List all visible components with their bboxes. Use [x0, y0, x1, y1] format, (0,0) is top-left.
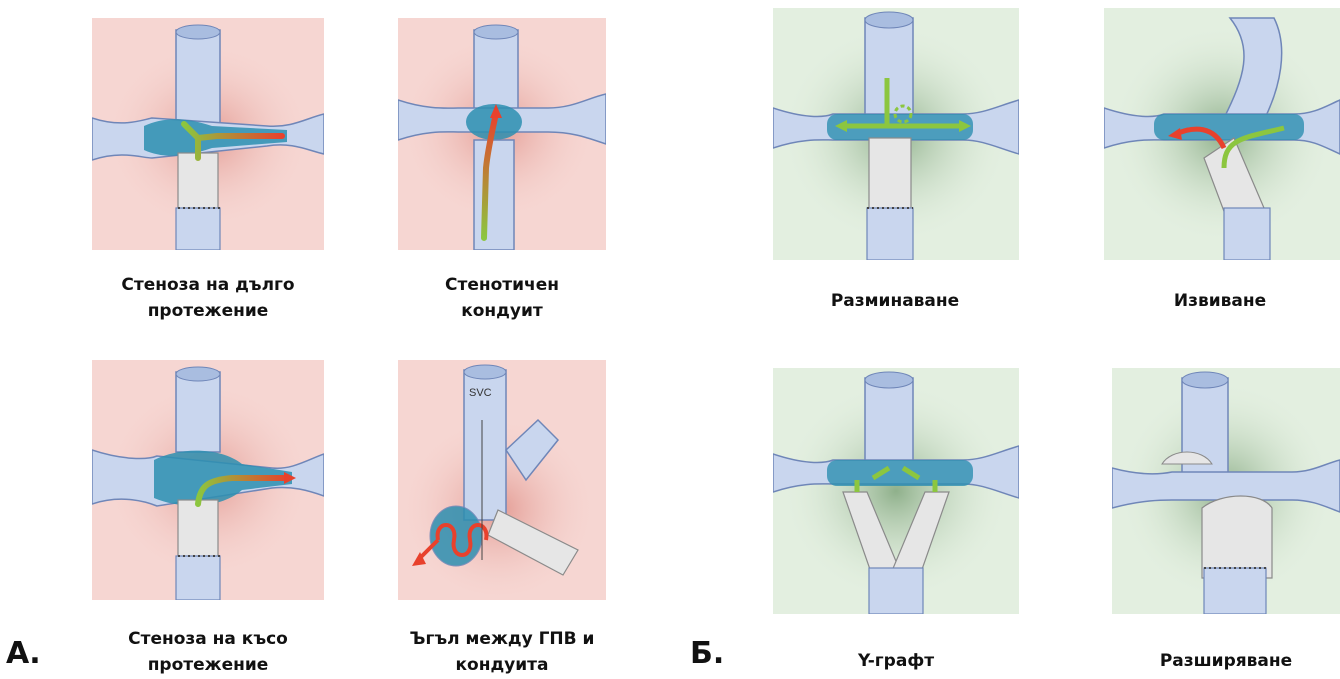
- panel-kinking: [1104, 8, 1340, 260]
- section-b-label: Б.: [690, 636, 724, 671]
- panel-svc-conduit-angle: SVC: [398, 360, 606, 600]
- caption-line: Стенотичен: [400, 272, 604, 298]
- caption-divergence: Разминаване: [800, 288, 990, 314]
- caption-kinking: Извиване: [1130, 288, 1310, 314]
- caption-line: кондуит: [400, 298, 604, 324]
- panel-y-graft: [773, 368, 1019, 614]
- panel-divergence: [773, 8, 1019, 260]
- panel-widening: [1112, 368, 1340, 614]
- caption-line: Стеноза на късо: [98, 626, 318, 652]
- caption-line: кондуита: [388, 652, 616, 678]
- caption-line: Y-графт: [806, 648, 986, 674]
- caption-stenotic-conduit: Стенотичен кондуит: [400, 272, 604, 324]
- caption-y-graft: Y-графт: [806, 648, 986, 674]
- caption-svc-conduit-angle: Ъгъл между ГПВ и кондуита: [388, 626, 616, 678]
- svc-label: SVC: [469, 387, 492, 399]
- caption-line: Ъгъл между ГПВ и: [388, 626, 616, 652]
- caption-line: протежение: [98, 652, 318, 678]
- caption-line: протежение: [98, 298, 318, 324]
- panel-short-stenosis: [92, 360, 324, 600]
- panel-stenotic-conduit: [398, 18, 606, 250]
- section-a-label: А.: [6, 636, 41, 671]
- caption-short-stenosis: Стеноза на късо протежение: [98, 626, 318, 678]
- caption-line: Разширяване: [1126, 648, 1326, 674]
- caption-long-stenosis: Стеноза на дълго протежение: [98, 272, 318, 324]
- panel-long-stenosis: [92, 18, 324, 250]
- caption-widening: Разширяване: [1126, 648, 1326, 674]
- caption-line: Разминаване: [800, 288, 990, 314]
- caption-line: Извиване: [1130, 288, 1310, 314]
- caption-line: Стеноза на дълго: [98, 272, 318, 298]
